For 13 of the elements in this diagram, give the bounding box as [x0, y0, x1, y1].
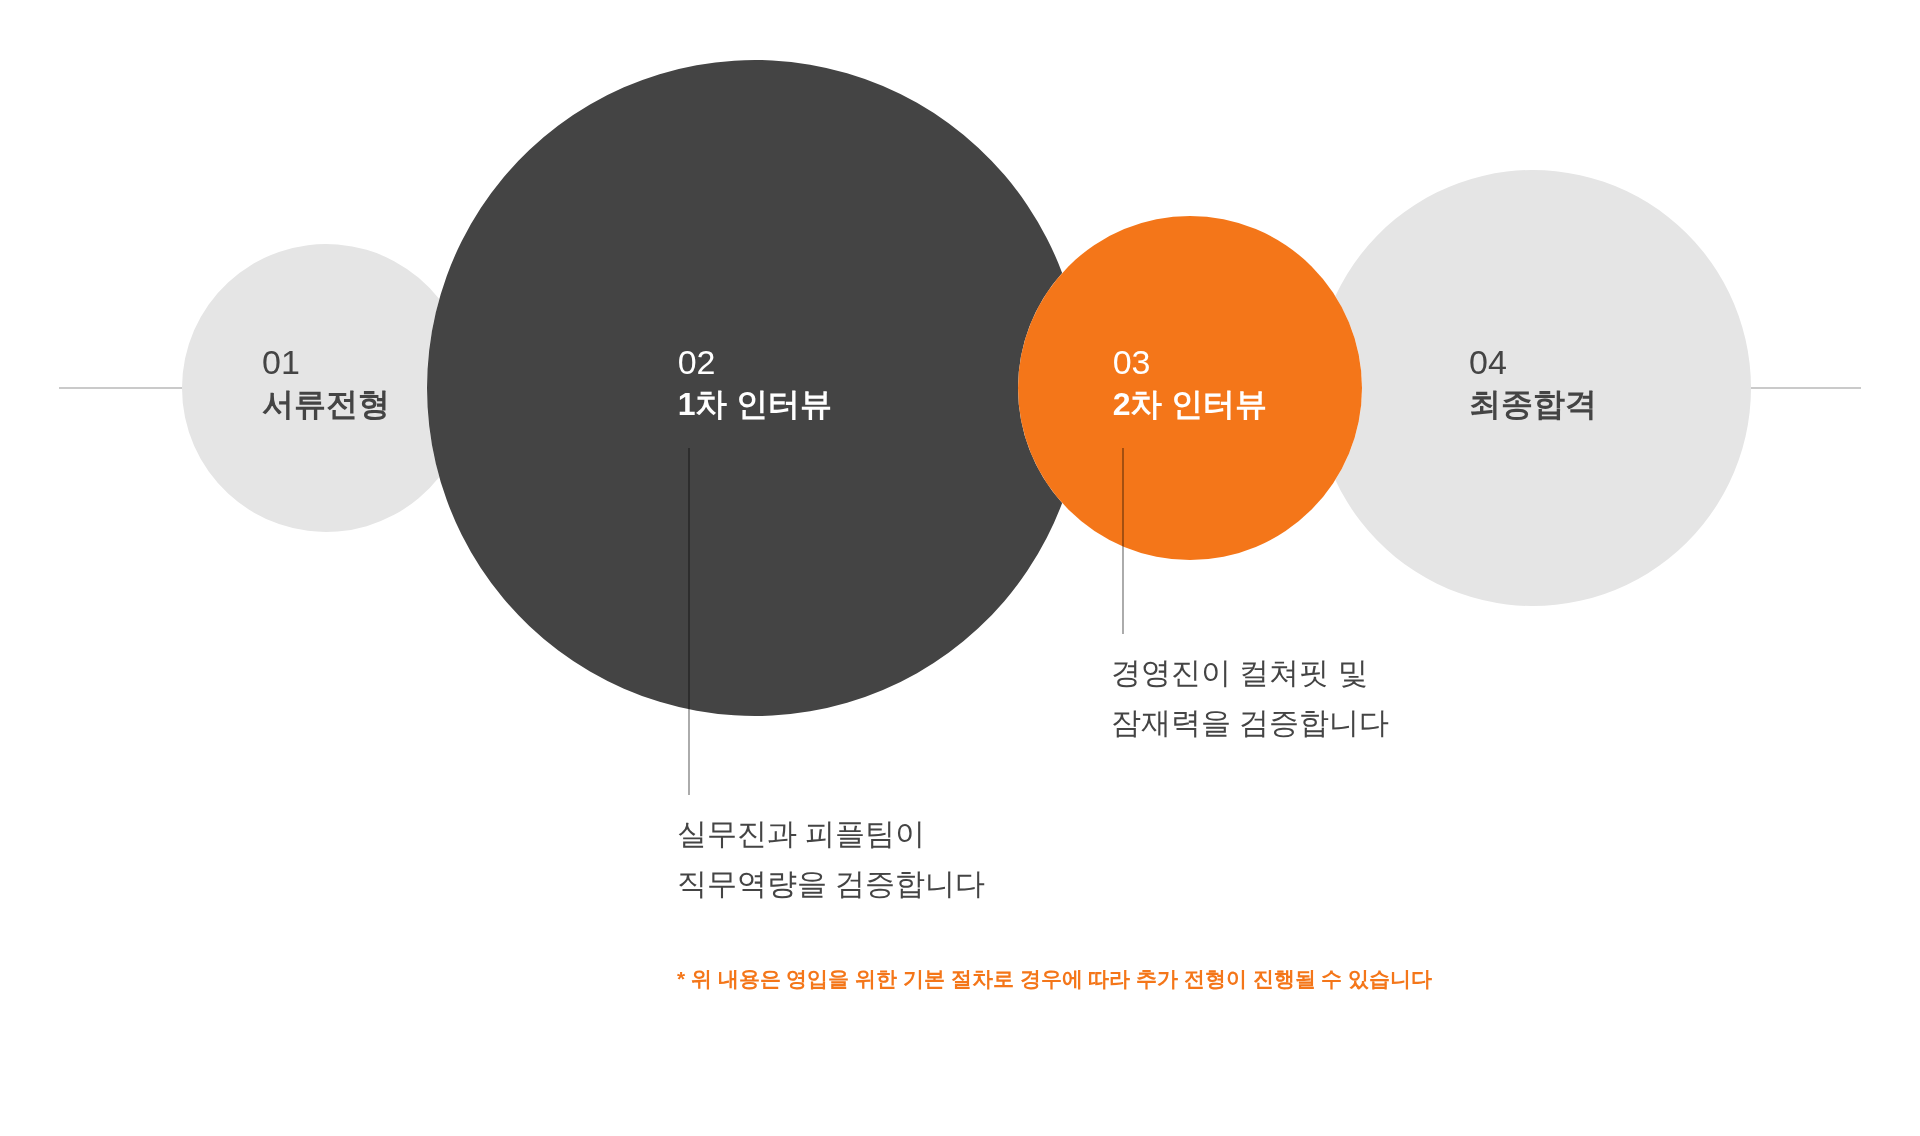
leader-line: [1122, 447, 1124, 635]
step-title: 1차 인터뷰: [677, 385, 833, 424]
footnote: * 위 내용은 영입을 위한 기본 절차로 경우에 따라 추가 전형이 진행될 수 있습니다: [677, 966, 1433, 992]
description-text: 실무진과 피플팀이 직무역량을 검증합니다: [677, 809, 1017, 909]
step-title: 서류전형: [262, 385, 390, 424]
step-title: 2차 인터뷰: [1112, 385, 1268, 424]
step-number: 01: [262, 342, 301, 382]
description-text: 경영진이 컬쳐핏 및 잠재력을 검증합니다: [1111, 648, 1451, 748]
step-circle: [1018, 216, 1362, 560]
step-number: 03: [1112, 342, 1152, 382]
step-number: 02: [677, 342, 717, 382]
step-title: 최종합격: [1469, 385, 1597, 424]
step-number: 04: [1469, 342, 1508, 382]
